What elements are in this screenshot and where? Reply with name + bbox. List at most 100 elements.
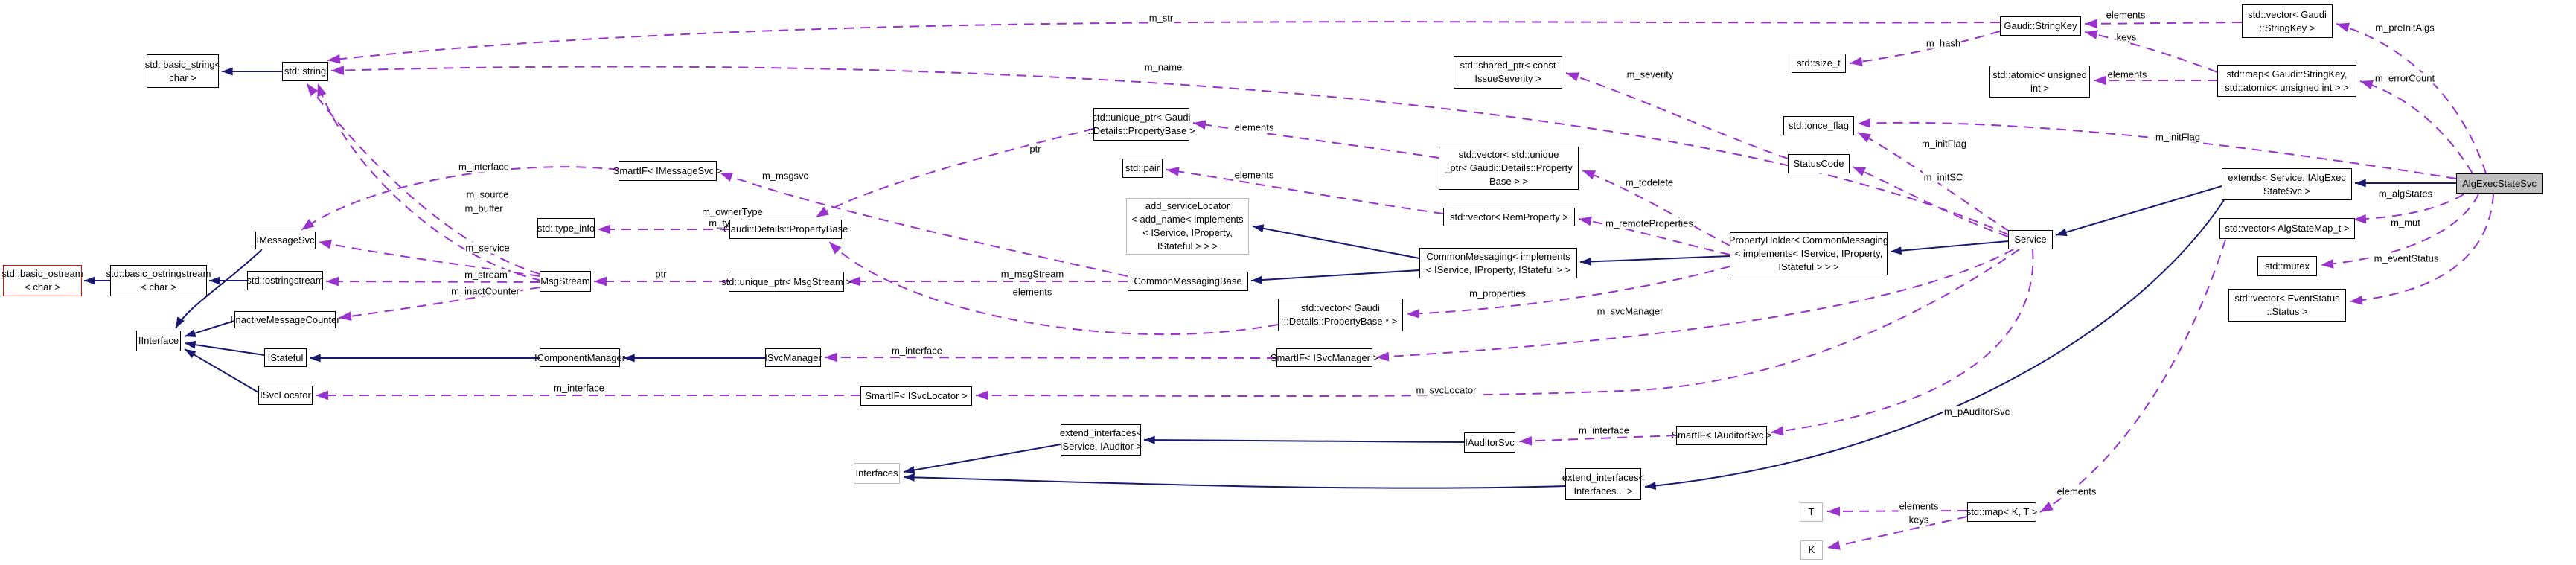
node-std-vector-unique-ptr-propertybase[interactable]: std::vector< std::unique _ptr< Gaudi::De… (1439, 147, 1579, 190)
edge-m-todelete-label: m_todelete (1624, 176, 1675, 188)
edge-m-stream-label: m_stream (464, 269, 508, 281)
edge-m-svcmanager (1375, 249, 2014, 362)
node-std-basic-ostream[interactable]: std::basic_ostream < char > (1, 265, 83, 296)
node-std-once-flag[interactable]: std::once_flag (1783, 116, 1854, 135)
edge-m-service (318, 240, 540, 277)
node-std-unique-ptr-propertybase[interactable]: std::unique_ptr< Gaudi ::Details::Proper… (1087, 108, 1195, 141)
node-std-pair[interactable]: std::pair (1122, 159, 1163, 178)
edge-keys-map-k-t (1826, 516, 1968, 550)
edge-m-str (327, 21, 2001, 64)
edge-ptr-msgstream-label: ptr (654, 268, 668, 280)
edge-m-pauditorsvc (1770, 249, 2034, 436)
node-service[interactable]: Service (2008, 230, 2053, 249)
node-std-basic-ostringstream[interactable]: std::basic_ostringstream < char > (106, 265, 211, 296)
edge-m-algstates (2353, 194, 2464, 224)
node-propertyholder[interactable]: PropertyHolder< CommonMessaging < implem… (1729, 232, 1888, 275)
node-smartif-iauditorsvc[interactable]: SmartIF< IAuditorSvc > (1671, 426, 1772, 445)
edge-elements-map-atomic-label: elements (2106, 68, 2148, 80)
node-commonmessagingbase[interactable]: CommonMessagingBase (1128, 272, 1248, 291)
edge-m-initsc-label: m_initSC (1923, 171, 1964, 183)
edge-m-initflag-algexecstatesvc (1857, 118, 2457, 179)
node-std-vector-gaudi-stringkey[interactable]: std::vector< Gaudi ::StringKey > (2242, 4, 2333, 38)
edge-m-msgstream-label: m_msgStream (1000, 268, 1065, 280)
node-statuscode[interactable]: StatusCode (1788, 154, 1850, 173)
node-istateful[interactable]: IStateful (264, 348, 307, 367)
node-icomponentmanager[interactable]: IComponentManager (534, 348, 625, 367)
edge-commonmessaging-to-add-servicelocator (1252, 224, 1420, 259)
edge-m-interface-imessagesvc (301, 166, 619, 231)
node-add-servicelocator[interactable]: add_serviceLocator < add_name< implement… (1126, 198, 1249, 255)
node-std-vector-eventstatus-status[interactable]: std::vector< EventStatus ::Status > (2228, 289, 2346, 322)
node-imessagesvc[interactable]: IMessageSvc (255, 232, 316, 249)
edge-m-str-label: m_str (1148, 12, 1174, 24)
edge-extends-to-service (2055, 185, 2222, 237)
edge-propertyholder-to-commonmessaging (1579, 255, 1730, 266)
edge-m-interface-iauditorsvc-label: m_interface (1578, 424, 1630, 436)
node-std-shared-ptr-issueseverity[interactable]: std::shared_ptr< const IssueSeverity > (1454, 56, 1562, 89)
node-extends-service-ialgexecstatesvc[interactable]: extends< Service, IAlgExec StateSvc > (2222, 168, 2352, 200)
node-extend-interfaces-interfaces[interactable]: extend_interfaces< Interfaces... > (1562, 468, 1644, 500)
edge-m-svcmanager-label: m_svcManager (1596, 305, 1664, 317)
edge-m-hash-label: m_hash (1925, 37, 1962, 49)
node-std-vector-remproperty[interactable]: std::vector< RemProperty > (1443, 208, 1575, 226)
edge-m-preinitalgs (2336, 22, 2487, 174)
node-std-unique-ptr-msgstream[interactable]: std::unique_ptr< MsgStream > (721, 272, 851, 292)
node-std-string[interactable]: std::string (282, 62, 328, 81)
edge-m-svclocator-label: m_svcLocator (1415, 384, 1477, 396)
edge-keys-map-stringkey-label: keys (2115, 31, 2138, 43)
edge-m-preinitalgs-label: m_preInitAlgs (2374, 22, 2435, 33)
edge-m-inactcounter-label: m_inactCounter (450, 285, 520, 297)
node-commonmessaging[interactable]: CommonMessaging< implements < IService, … (1419, 248, 1577, 278)
edge-m-mut (2320, 194, 2479, 269)
node-t[interactable]: T (1800, 502, 1823, 522)
edge-istateful-to-iinterface (184, 340, 265, 356)
edge-elements-vec-uptr-propertybase (1192, 120, 1439, 159)
edge-m-interface-isvcmanager (824, 352, 1277, 363)
edge-keys-map-k-t-label: keys (1908, 514, 1930, 526)
edge-m-interface-isvcmanager-label: m_interface (891, 345, 943, 357)
node-std-size-t[interactable]: std::size_t (1792, 54, 1846, 73)
edge-elements-vec-propertybase-ptr-label: elements (1011, 286, 1053, 298)
node-std-atomic-unsigned-int[interactable]: std::atomic< unsigned int > (1989, 66, 2090, 98)
node-smartif-isvclocator[interactable]: SmartIF< ISvcLocator > (860, 386, 972, 406)
node-std-basic-string[interactable]: std::basic_string< char > (145, 54, 220, 88)
edge-m-properties-label: m_properties (1468, 287, 1527, 299)
node-smartif-isvcmanager[interactable]: SmartIF< ISvcManager > (1271, 348, 1378, 367)
node-iinactivemessagecounter[interactable]: IInactiveMessageCounter (230, 311, 340, 328)
node-interfaces[interactable]: Interfaces (854, 463, 900, 484)
node-algexecstatesvc[interactable]: AlgExecStateSvc (2456, 173, 2543, 194)
edge-iauditorsvc-to-extend-interfaces-iservice-iauditor (1143, 435, 1465, 444)
node-iinterface[interactable]: IInterface (136, 331, 181, 351)
edge-m-buffer-label: m_buffer (464, 202, 504, 214)
edge-elements-vec-remproperty (1166, 167, 1444, 214)
node-std-vector-algstatemap-t[interactable]: std::vector< AlgStateMap_t > (2219, 218, 2355, 239)
edge-elements-vec-stringkey-label: elements (2105, 9, 2147, 21)
node-std-map-stringkey-atomic[interactable]: std::map< Gaudi::StringKey, std::atomic<… (2217, 65, 2356, 97)
node-std-type-info[interactable]: std::type_info (537, 218, 595, 238)
node-std-ostringstream[interactable]: std::ostringstream (246, 271, 324, 290)
edge-m-initflag-service-label: m_initFlag (1921, 138, 1967, 150)
node-std-map-k-t[interactable]: std::map< K, T > (1966, 502, 2037, 522)
node-extend-interfaces-iservice-iauditor[interactable]: extend_interfaces< IService, IAuditor > (1060, 424, 1142, 456)
node-smartif-imessagesvc[interactable]: SmartIF< IMessageSvc > (613, 161, 722, 181)
node-gaudi-details-propertybase[interactable]: Gaudi::Details::PropertyBase (723, 220, 848, 239)
node-iauditorsvc[interactable]: IAuditorSvc (1464, 432, 1515, 453)
node-std-mutex[interactable]: std::mutex (2257, 256, 2317, 276)
edge-elements-vec-stringkey (2084, 19, 2243, 29)
node-std-vector-propertybase-ptr[interactable]: std::vector< Gaudi ::Details::PropertyBa… (1278, 299, 1403, 331)
node-msgstream[interactable]: MsgStream (540, 271, 591, 292)
node-isvclocator[interactable]: ISvcLocator (258, 386, 313, 405)
edge-isvclocator-to-iinterface (184, 348, 259, 393)
node-isvcmanager[interactable]: ISvcManager (764, 348, 822, 367)
node-k[interactable]: K (1800, 540, 1823, 560)
edge-elements-vec-propertybase-ptr (828, 241, 1279, 336)
edge-m-source-label: m_source (465, 188, 510, 200)
edge-m-severity (1565, 72, 1789, 159)
edge-elements-map-k-t-label: elements (1898, 500, 1940, 512)
node-gaudi-stringkey[interactable]: Gaudi::StringKey (2000, 16, 2081, 36)
edge-m-service-label: m_service (464, 242, 511, 254)
edge-m-mut-label: m_mut (2390, 217, 2421, 229)
edge-elements-vec-uptr-propertybase-label: elements (1233, 121, 1275, 133)
